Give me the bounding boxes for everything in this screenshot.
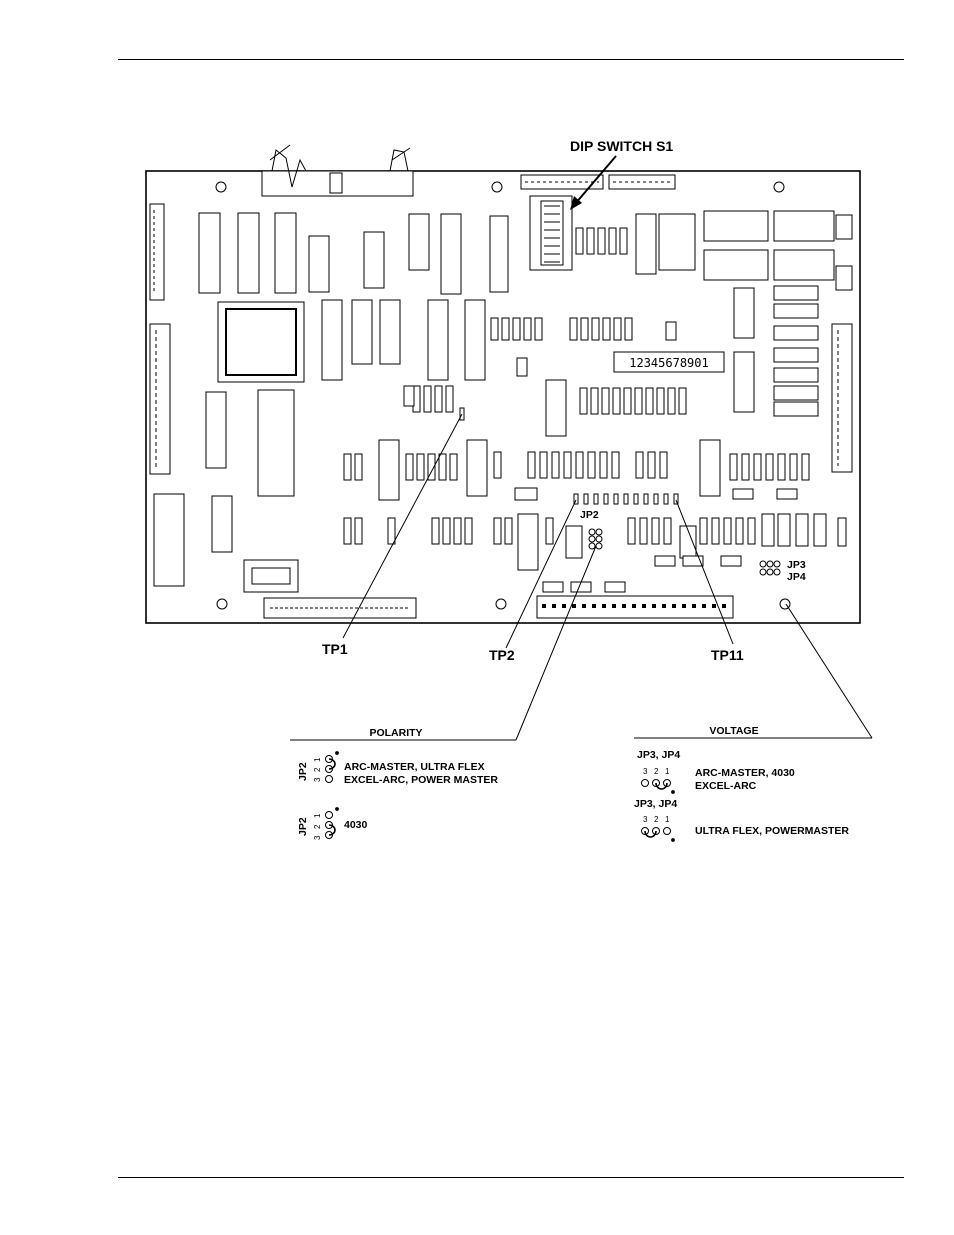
- dip-switch-callout: DIP SWITCH S1: [570, 138, 673, 154]
- polarity-opt2-pin3: 3: [313, 835, 322, 840]
- serial-label: 12345678901: [629, 356, 708, 370]
- polarity-heading: POLARITY: [369, 727, 422, 739]
- polarity-opt1-line2: EXCEL-ARC, POWER MASTER: [344, 774, 498, 786]
- voltage-opt2-jumper: JP3, JP4: [634, 798, 677, 810]
- tp1-callout: TP1: [322, 641, 348, 657]
- jp4-callout: JP4: [787, 571, 806, 583]
- jp2-callout: JP2: [580, 509, 599, 521]
- polarity-opt2-pin2: 2: [313, 824, 322, 829]
- voltage-heading: VOLTAGE: [709, 725, 758, 737]
- voltage-opt2-jumper-icon: [642, 828, 675, 842]
- voltage-opt2-pin1: 1: [665, 815, 670, 824]
- tp2-callout: TP2: [489, 647, 515, 663]
- polarity-opt1-pin2: 2: [313, 767, 322, 772]
- voltage-opt2-line1: ULTRA FLEX, POWERMASTER: [695, 825, 849, 837]
- polarity-opt1-line1: ARC-MASTER, ULTRA FLEX: [344, 761, 485, 773]
- voltage-opt1-pin3: 3: [643, 767, 648, 776]
- voltage-opt1-line1: ARC-MASTER, 4030: [695, 767, 795, 779]
- polarity-opt1-jumper-icon: [326, 752, 339, 783]
- voltage-opt2-pin3: 3: [643, 815, 648, 824]
- voltage-leader: [786, 604, 872, 738]
- polarity-opt1-jumper: JP2: [297, 762, 309, 781]
- voltage-opt1-jumper: JP3, JP4: [637, 749, 680, 761]
- polarity-opt2-pin1: 1: [313, 813, 322, 818]
- polarity-opt1-pin1: 1: [313, 757, 322, 762]
- polarity-opt1-pin3: 3: [313, 777, 322, 782]
- voltage-opt1-jumper-icon: [642, 780, 675, 794]
- voltage-opt1-line2: EXCEL-ARC: [695, 780, 757, 792]
- voltage-opt1-pin2: 2: [654, 767, 659, 776]
- voltage-opt2-pin2: 2: [654, 815, 659, 824]
- polarity-opt2-line1: 4030: [344, 819, 368, 831]
- jp3-callout: JP3: [787, 559, 806, 571]
- transistors: [774, 286, 818, 416]
- tp11-callout: TP11: [711, 647, 744, 663]
- top-ribbon-connector: [262, 145, 413, 196]
- polarity-opt2-jumper-icon: [326, 808, 339, 839]
- voltage-opt1-pin1: 1: [665, 767, 670, 776]
- polarity-opt2-jumper: JP2: [297, 817, 309, 836]
